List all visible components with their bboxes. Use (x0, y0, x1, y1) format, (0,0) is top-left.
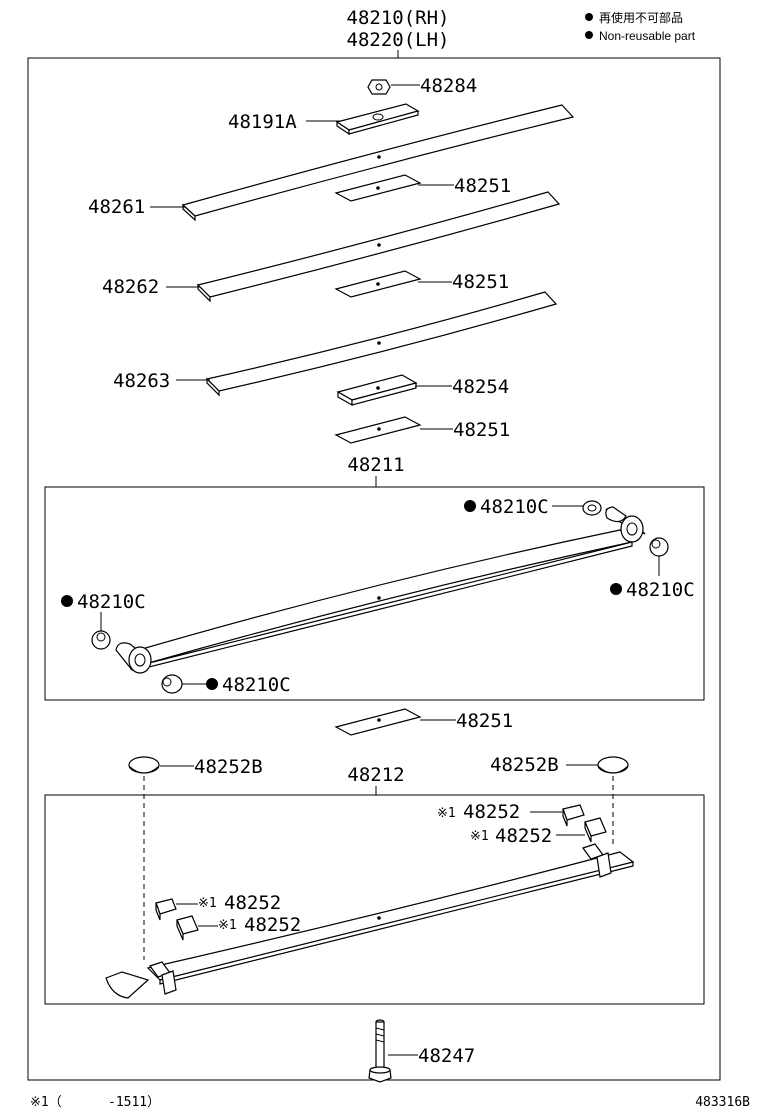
lower-leaf-assy-frame (44, 794, 705, 1005)
part-label-leaf-3[interactable]: 48263 (113, 370, 170, 392)
part-label-bushing-bl[interactable]: 48210C (222, 674, 291, 696)
leaf-3-part[interactable] (205, 291, 558, 397)
cap-right-part[interactable] (597, 756, 629, 774)
main-leaf-assy-frame (44, 486, 705, 701)
part-label-plate[interactable]: 48191A (228, 111, 297, 133)
part-label-cap-left[interactable]: 48252B (194, 756, 263, 778)
assembly-lh-label[interactable]: 48220(LH) (347, 29, 450, 51)
leaf-1-part[interactable] (181, 104, 575, 222)
eye-left-part[interactable] (115, 642, 152, 674)
nut-part[interactable] (367, 79, 391, 95)
part-label-main-leaf-assy[interactable]: 48211 (347, 454, 404, 476)
bushing-right-part[interactable] (649, 537, 669, 557)
part-label-insert-4[interactable]: 48251 (456, 710, 513, 732)
clip-l2-note-mark: ※1 (218, 918, 237, 933)
part-label-clip-r1[interactable]: 48252 (463, 801, 520, 823)
non-reusable-bullet-icon (464, 500, 476, 512)
part-label-bushing-l[interactable]: 48210C (77, 591, 146, 613)
part-label-clip-l1[interactable]: 48252 (224, 892, 281, 914)
part-label-bushing-r[interactable]: 48210C (626, 579, 695, 601)
non-reusable-bullet-icon (206, 678, 218, 690)
non-reusable-bullet-icon (585, 31, 593, 39)
bushing-upper-right-part[interactable] (582, 500, 602, 516)
insert-1-part[interactable] (334, 174, 422, 202)
part-label-leaf-2[interactable]: 48262 (102, 276, 159, 298)
footnote-range: -1511） (108, 1095, 160, 1110)
lower-leaf-part[interactable] (105, 851, 635, 999)
insert-3-part[interactable] (334, 416, 422, 444)
part-label-spacer[interactable]: 48254 (452, 376, 509, 398)
part-label-insert-2[interactable]: 48251 (452, 271, 509, 293)
cap-left-part[interactable] (128, 756, 160, 774)
part-label-clip-l2[interactable]: 48252 (244, 914, 301, 936)
part-label-clip-r2[interactable]: 48252 (495, 825, 552, 847)
drawing-number: 483316B (695, 1095, 750, 1110)
part-label-lower-leaf-assy[interactable]: 48212 (347, 764, 404, 786)
part-label-leaf-1[interactable]: 48261 (88, 196, 145, 218)
clip-r1-note-mark: ※1 (437, 806, 456, 821)
clip-l2-part[interactable] (176, 915, 199, 941)
bushing-left-part[interactable] (91, 630, 111, 650)
clip-on-leaf-right-part[interactable] (582, 843, 612, 878)
part-label-bushing-ur[interactable]: 48210C (480, 496, 549, 518)
leaf-2-part[interactable] (196, 191, 561, 303)
clip-on-leaf-left-part[interactable] (149, 961, 177, 995)
insert-2-part[interactable] (334, 270, 422, 298)
non-reusable-bullet-icon (61, 595, 73, 607)
part-label-center-bolt[interactable]: 48247 (418, 1045, 475, 1067)
part-label-insert-3[interactable]: 48251 (453, 419, 510, 441)
clip-l1-part[interactable] (155, 898, 177, 921)
clip-r1-part[interactable] (562, 804, 585, 827)
clip-r2-part[interactable] (584, 817, 607, 843)
eye-right-part[interactable] (605, 506, 646, 543)
legend-japanese: 再使用不可部品 (599, 10, 683, 25)
center-bolt-part[interactable] (368, 1019, 392, 1083)
insert-4-part[interactable] (334, 708, 422, 736)
clip-r2-note-mark: ※1 (470, 829, 489, 844)
part-label-insert-1[interactable]: 48251 (454, 175, 511, 197)
plate-part[interactable] (335, 103, 420, 136)
non-reusable-bullet-icon (610, 583, 622, 595)
non-reusable-bullet-icon (585, 13, 593, 21)
assembly-rh-label[interactable]: 48210(RH) (347, 7, 450, 29)
legend-english: Non-reusable part (599, 29, 696, 43)
main-leaf-part[interactable] (133, 529, 634, 669)
part-label-nut[interactable]: 48284 (420, 75, 477, 97)
bushing-bottom-left-part[interactable] (161, 674, 183, 694)
spacer-part[interactable] (336, 374, 418, 407)
clip-l1-note-mark: ※1 (198, 896, 217, 911)
footnote-mark: ※1（ (30, 1095, 62, 1110)
part-label-cap-right[interactable]: 48252B (490, 754, 559, 776)
